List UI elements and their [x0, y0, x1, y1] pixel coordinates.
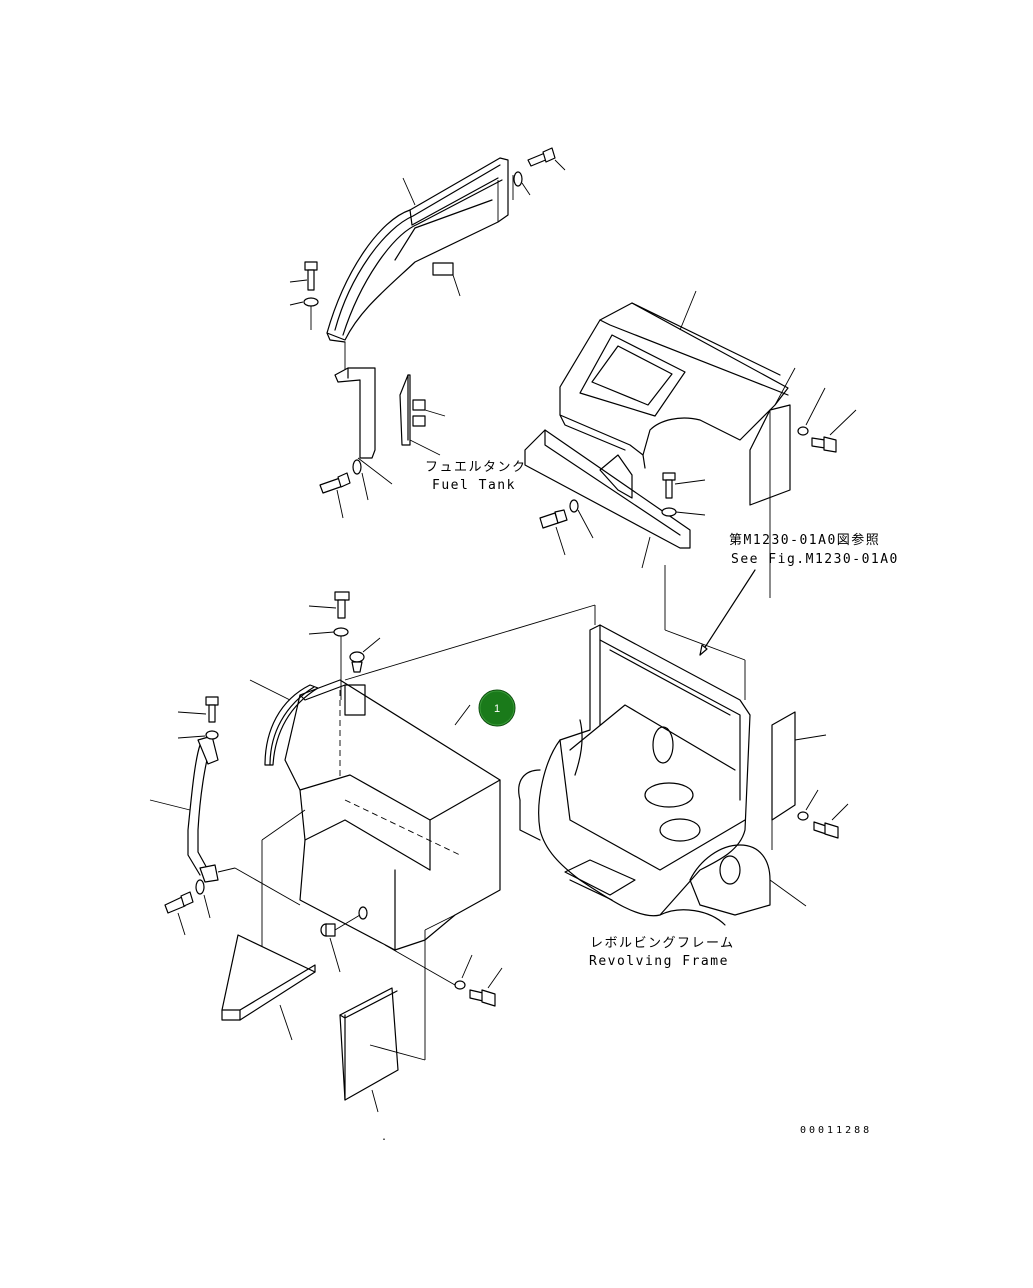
frame-cover	[559, 290, 796, 469]
see-fig-label-jp: 第M1230-01A0図参照	[729, 532, 880, 548]
cushion-pad-triangle	[221, 934, 316, 1041]
upper-rail-cover	[326, 157, 509, 343]
bolt-tank-top	[308, 591, 366, 716]
bolt-center-left	[539, 499, 594, 556]
filler-cap	[349, 637, 381, 673]
bolt-right-upper	[797, 387, 857, 453]
dot-mark: .	[381, 1132, 390, 1143]
cushion-pad-rect	[339, 987, 426, 1113]
revolving-frame-label-jp: レボルビングフレーム	[590, 936, 735, 951]
see-fig-label-en: See Fig.M1230-01A0	[731, 552, 899, 567]
rail-bracket	[334, 342, 446, 485]
bolt-top-right	[512, 147, 566, 200]
bolt-center	[661, 472, 706, 517]
side-plate-lower-right	[771, 711, 827, 850]
bolt-tank-bottom	[454, 954, 503, 1007]
tank-guard-strip	[249, 679, 319, 766]
cross-member	[524, 429, 691, 569]
bolt-top-left	[289, 261, 319, 330]
bolt-hose-top	[177, 696, 219, 740]
revolving-frame-label-en: Revolving Frame	[589, 954, 729, 969]
fuel-tank-label-en: Fuel Tank	[432, 478, 516, 493]
bolt-right-lower	[797, 789, 849, 839]
fuel-tank-box	[261, 604, 596, 1060]
drain-plug	[320, 906, 368, 973]
part-marker-label: 1	[494, 703, 500, 715]
bolt-hose-bottom	[164, 879, 211, 936]
revolving-frame	[518, 565, 807, 926]
bolt-left-mid	[319, 459, 369, 519]
fuel-hose	[149, 735, 301, 906]
side-plate-right	[749, 404, 791, 598]
part-marker-1[interactable]: 1	[478, 689, 516, 727]
see-fig-leader	[699, 569, 756, 656]
fuel-tank-label-jp: フュエルタンク	[425, 460, 527, 475]
drawing-code: 00011288	[800, 1125, 872, 1136]
